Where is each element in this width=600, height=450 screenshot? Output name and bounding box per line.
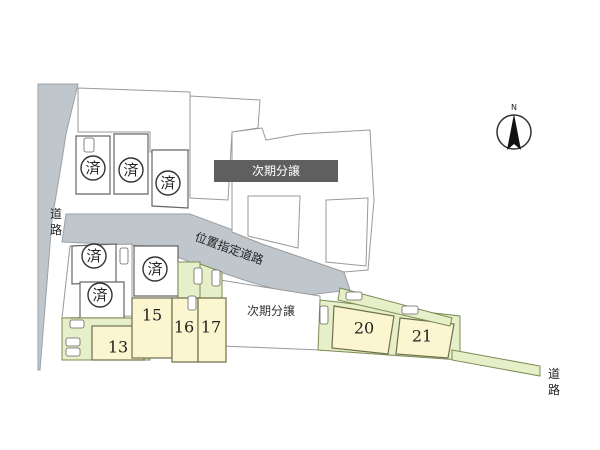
svg-text:次期分譲: 次期分譲	[252, 163, 300, 178]
svg-text:済: 済	[123, 161, 138, 179]
main-road-left	[37, 83, 79, 371]
svg-text:N: N	[511, 103, 517, 112]
svg-text:済: 済	[86, 247, 101, 265]
sold-seal: 済	[87, 282, 113, 308]
sold-seal: 済	[80, 155, 106, 181]
road-label-right-2: 路	[548, 382, 560, 397]
road-label-left-2: 路	[50, 222, 62, 237]
road-label-left-1: 道	[50, 207, 62, 221]
car-markers	[65, 137, 419, 357]
lot-number-15: 15	[142, 306, 162, 325]
svg-text:済: 済	[160, 174, 175, 192]
svg-text:済: 済	[147, 260, 162, 278]
lot-17-area	[197, 297, 227, 363]
svg-text:次期分譲: 次期分譲	[247, 303, 295, 318]
lot-number-21: 21	[412, 327, 432, 346]
future-sale-banner: 次期分譲	[214, 160, 338, 182]
sold-seal: 済	[118, 157, 144, 183]
road-label-right-1: 道	[548, 367, 560, 381]
sold-seal: 済	[81, 243, 107, 269]
sold-seal: 済	[155, 170, 181, 196]
sold-seal: 済	[142, 256, 168, 282]
svg-text:済: 済	[85, 159, 100, 177]
svg-text:済: 済	[92, 286, 107, 304]
lot-20-area	[331, 305, 395, 355]
lot-number-20: 20	[354, 319, 374, 338]
lot-number-13: 13	[108, 338, 128, 357]
lot-number-16: 16	[174, 318, 194, 337]
lot-number-17: 17	[201, 318, 221, 337]
compass-icon: N	[496, 103, 532, 150]
future-sale-label: 次期分譲	[236, 300, 306, 322]
